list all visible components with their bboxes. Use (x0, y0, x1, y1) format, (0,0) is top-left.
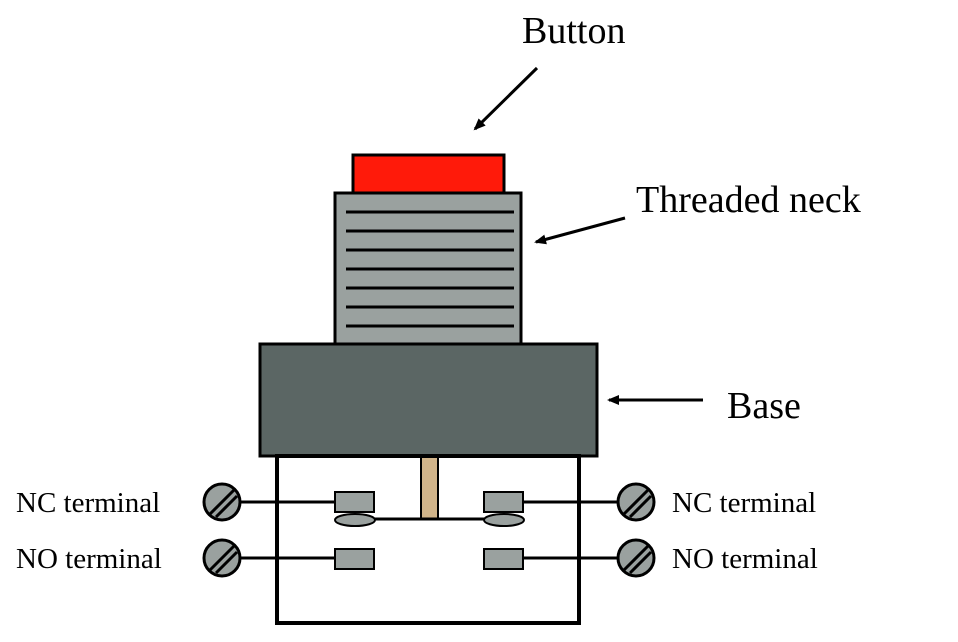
neck-arrow-icon (534, 216, 626, 245)
no-right-contact (483, 548, 524, 570)
button-cap (351, 153, 506, 197)
threaded-neck-label: Threaded neck (636, 179, 861, 221)
button-arrow-icon (473, 66, 539, 131)
slotted-screw-head-icon (616, 538, 656, 578)
no-left-contact (334, 548, 375, 570)
nc-left-contact (334, 491, 375, 513)
nc-left-moving-contact (334, 513, 376, 527)
no-terminal-left-label: NO terminal (16, 543, 162, 575)
button-label: Button (522, 10, 625, 52)
nc-right-contact (483, 491, 524, 513)
nc-terminal-left-label: NC terminal (16, 487, 160, 519)
plunger (420, 456, 439, 520)
slotted-screw-head-icon (616, 482, 656, 522)
nc-right-moving-contact (483, 513, 525, 527)
nc-terminal-right-label: NC terminal (672, 487, 816, 519)
slotted-screw-head-icon (202, 482, 242, 522)
base-block (258, 342, 599, 458)
threaded-neck (333, 191, 523, 346)
slotted-screw-head-icon (202, 538, 242, 578)
base-label: Base (727, 385, 801, 427)
no-terminal-right-label: NO terminal (672, 543, 818, 575)
